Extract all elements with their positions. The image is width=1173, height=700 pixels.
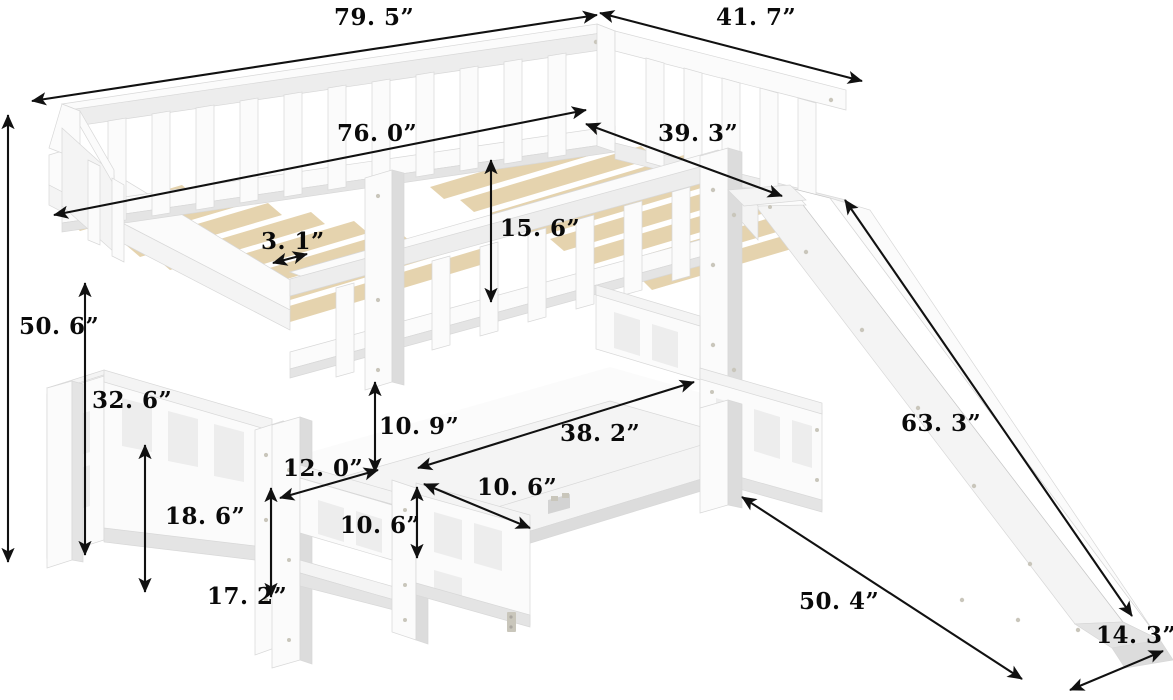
dimension-label-mattress-length: 76. 0” xyxy=(337,120,418,147)
dimension-label-ladder-rise: 10. 9” xyxy=(379,413,460,440)
dimension-label-gate-height: 10. 6” xyxy=(340,512,421,539)
dimline-ladder-step-depth xyxy=(279,467,379,501)
dimension-label-overall-length: 79. 5” xyxy=(334,4,415,31)
dimension-label-slide-floor-run: 50. 4” xyxy=(799,588,880,615)
dimension-label-gate-width: 10. 6” xyxy=(477,474,558,501)
dimension-label-ladder-step-depth: 12. 0” xyxy=(283,455,364,482)
dimension-lines xyxy=(1,10,1164,691)
lower-right-leg xyxy=(699,399,743,514)
dimension-label-lower-deck-height: 17. 2” xyxy=(207,583,288,610)
lower-right-guard-panel xyxy=(595,284,701,381)
dimline-overall-width xyxy=(599,10,863,84)
dimline-mattress-width xyxy=(585,122,783,198)
dimension-label-slide-length: 63. 3” xyxy=(901,410,982,437)
dimline-mattress-length xyxy=(53,106,587,219)
dimension-label-lower-guardrail: 18. 6” xyxy=(165,503,246,530)
dimline-slat-gap xyxy=(272,251,308,266)
dimension-label-mattress-width: 39. 3” xyxy=(658,120,739,147)
dimension-label-guardrail-height: 15. 6” xyxy=(500,215,581,242)
dimension-label-lower-bed-length: 38. 2” xyxy=(560,420,641,447)
dimension-label-slat-gap: 3. 1” xyxy=(261,228,325,255)
dimension-label-slide-width: 14. 3” xyxy=(1096,622,1173,649)
dimline-lower-bed-length xyxy=(417,379,695,471)
dimline-slide-width xyxy=(1069,650,1164,691)
upper-corner-post-right xyxy=(699,147,743,409)
dimline-slide-length xyxy=(844,199,1133,617)
dimline-slide-floor-run xyxy=(741,496,1023,680)
dimension-label-upper-deck-height: 32. 6” xyxy=(92,387,173,414)
dimline-overall-length xyxy=(31,10,598,106)
dimension-label-total-height: 50. 6” xyxy=(19,313,100,340)
dimension-label-overall-width: 41. 7” xyxy=(716,4,797,31)
dimline-gate-width xyxy=(423,483,531,529)
